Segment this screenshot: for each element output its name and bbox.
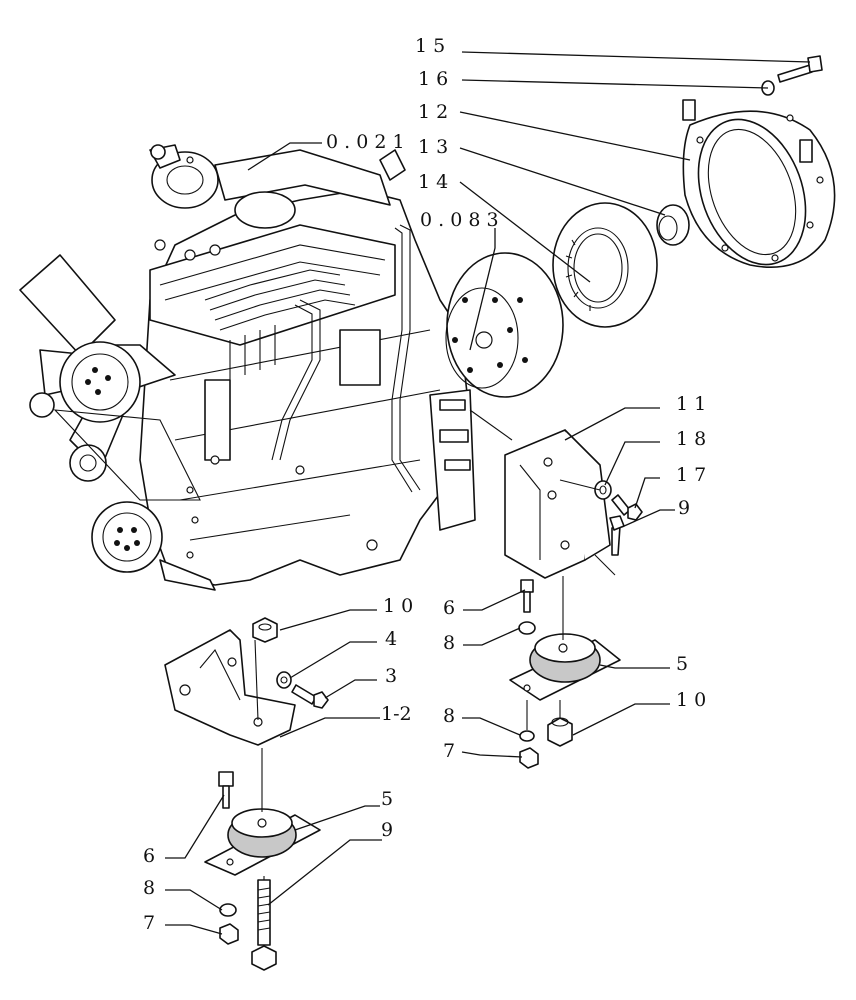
callout-9-left: 9 [381,819,393,841]
callout-6-right: 6 [443,597,455,619]
right-bolt-17 [611,494,643,521]
callout-4: 4 [385,628,397,650]
callout-7-left: 7 [143,912,155,934]
right-bolt-6 [520,579,534,613]
callout-0083: 0 . 0 8 3 [420,209,499,231]
callout-1-2: 1-2 [381,703,412,725]
left-nut-10 [252,617,278,643]
callout-0021: 0 . 0 2 1 [326,131,405,153]
flywheel-housing [682,99,836,268]
callout-8-right-upper: 8 [443,632,455,654]
right-nut-7 [519,747,539,769]
callout-18: 1 8 [676,428,706,450]
left-bolt-6 [218,771,234,809]
callout-13: 1 3 [418,136,448,158]
right-nut-10 [547,717,573,747]
right-stud-9 [609,515,625,556]
callout-17: 1 7 [676,464,706,486]
leader-lines [165,51,811,935]
left-stud-9 [251,879,277,971]
flywheel [445,252,564,398]
callout-8-right-lower: 8 [443,705,455,727]
engine-assembly [19,144,476,591]
callout-8-left: 8 [143,877,155,899]
left-washer-8 [219,903,237,917]
right-washer-8-lower [519,730,535,742]
callout-7-right: 7 [443,740,455,762]
left-support-bracket [164,629,296,746]
callout-10-right: 1 0 [676,689,706,711]
right-support-bracket [504,429,611,579]
callout-16: 1 6 [418,68,448,90]
callout-5-left: 5 [381,788,393,810]
ring-gear [552,202,658,328]
callout-11: 1 1 [676,393,706,415]
right-mount-5 [509,633,621,701]
callout-14: 1 4 [418,171,448,193]
callout-6-left: 6 [143,845,155,867]
callout-labels: 1 5 1 6 1 2 1 3 1 4 0 . 0 2 1 0 . 0 8 3 … [143,35,706,934]
callout-3: 3 [385,665,397,687]
callout-12: 1 2 [418,101,448,123]
left-nut-7 [219,923,239,945]
left-bolt-3 [291,684,329,709]
callout-10-left: 1 0 [383,595,413,617]
right-washer-18 [594,480,612,500]
callout-5-right: 5 [676,653,688,675]
callout-15: 1 5 [415,35,445,57]
callout-9-right: 9 [678,497,690,519]
left-mount-5 [204,808,321,876]
pilot-bearing [656,204,690,246]
left-washer-4 [276,671,292,689]
right-washer-8-upper [518,621,536,635]
